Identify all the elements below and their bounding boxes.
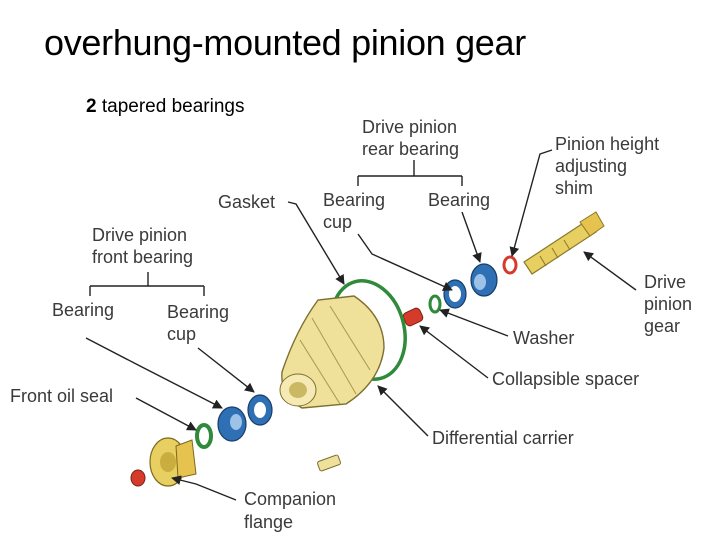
- front-bearing-cup: [248, 395, 272, 425]
- drive-pinion-gear: [524, 212, 604, 274]
- rear-bearing-cup: [444, 280, 466, 308]
- pinion-shim-label-line3: shim: [555, 178, 593, 198]
- pinion-nut: [131, 470, 145, 486]
- front-oil-seal-label: Front oil seal: [10, 386, 113, 406]
- carrier-fitting: [317, 455, 341, 472]
- drive-gear-label-line1: Drive: [644, 272, 686, 292]
- rear-bearing: [471, 264, 497, 296]
- rear-bearing-label-line1: Drive pinion: [362, 117, 457, 137]
- companion-flange-label-line1: Companion: [244, 489, 336, 509]
- differential-carrier: [280, 296, 384, 408]
- front-bearing-cup-label-line1: Bearing: [167, 302, 229, 322]
- drive-gear-label-line3: gear: [644, 316, 680, 336]
- rear-bearing-cup-label-line1: Bearing: [323, 190, 385, 210]
- front-bearing-part-label: Bearing: [52, 300, 114, 320]
- front-bearing-label-line2: front bearing: [92, 247, 193, 267]
- front-bearing-label-line1: Drive pinion: [92, 225, 187, 245]
- drive-gear-label-line2: pinion: [644, 294, 692, 314]
- differential-carrier-label: Differential carrier: [432, 428, 574, 448]
- front-oil-seal: [197, 425, 211, 447]
- companion-flange-label-line2: flange: [244, 512, 293, 532]
- pinion-shim-label-line2: adjusting: [555, 156, 627, 176]
- front-bearing: [218, 407, 246, 441]
- gasket-label: Gasket: [218, 192, 275, 212]
- pinion-shim-label-line1: Pinion height: [555, 134, 659, 154]
- front-bearing-cup-label-line2: cup: [167, 324, 196, 344]
- rear-bearing-cup-label-line2: cup: [323, 212, 352, 232]
- washer: [430, 296, 440, 312]
- washer-label: Washer: [513, 328, 574, 348]
- collapsible-spacer-label: Collapsible spacer: [492, 369, 639, 389]
- rear-bearing-label-line2: rear bearing: [362, 139, 459, 159]
- pinion-shim: [504, 257, 516, 273]
- rear-bearing-part-label: Bearing: [428, 190, 490, 210]
